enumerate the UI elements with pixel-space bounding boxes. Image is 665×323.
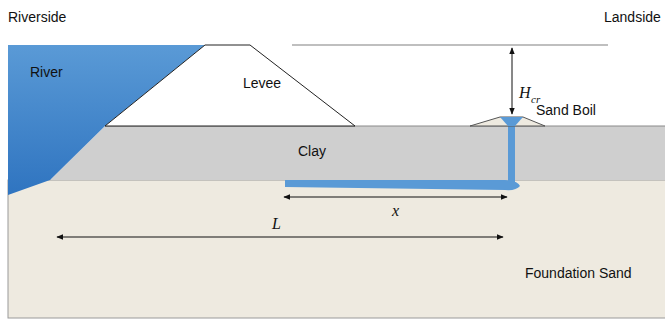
side-label: Landside <box>604 9 661 25</box>
feature-label: Sand Boil <box>536 102 596 118</box>
x-dimension-arrow <box>284 197 507 198</box>
region-label: Foundation Sand <box>525 265 632 281</box>
foundation-sand-layer <box>8 180 665 318</box>
head-dimension-arrow <box>512 48 513 114</box>
dimension-symbol: L <box>272 215 281 233</box>
head-level-line <box>292 44 608 46</box>
seepage-path <box>285 180 520 190</box>
region-label: Levee <box>243 75 281 91</box>
clay-layer <box>50 126 665 180</box>
sand-boil-water <box>500 117 523 126</box>
dimension-symbol: x <box>392 202 399 220</box>
dimension-symbol: H <box>519 84 531 102</box>
side-label: Riverside <box>8 9 66 25</box>
region-label: Clay <box>298 143 326 159</box>
seepage-pipe <box>508 126 515 184</box>
l-dimension-arrow <box>57 237 503 238</box>
region-label: River <box>30 64 63 80</box>
sand-boil-mound <box>470 117 545 126</box>
levee-body <box>105 45 355 126</box>
